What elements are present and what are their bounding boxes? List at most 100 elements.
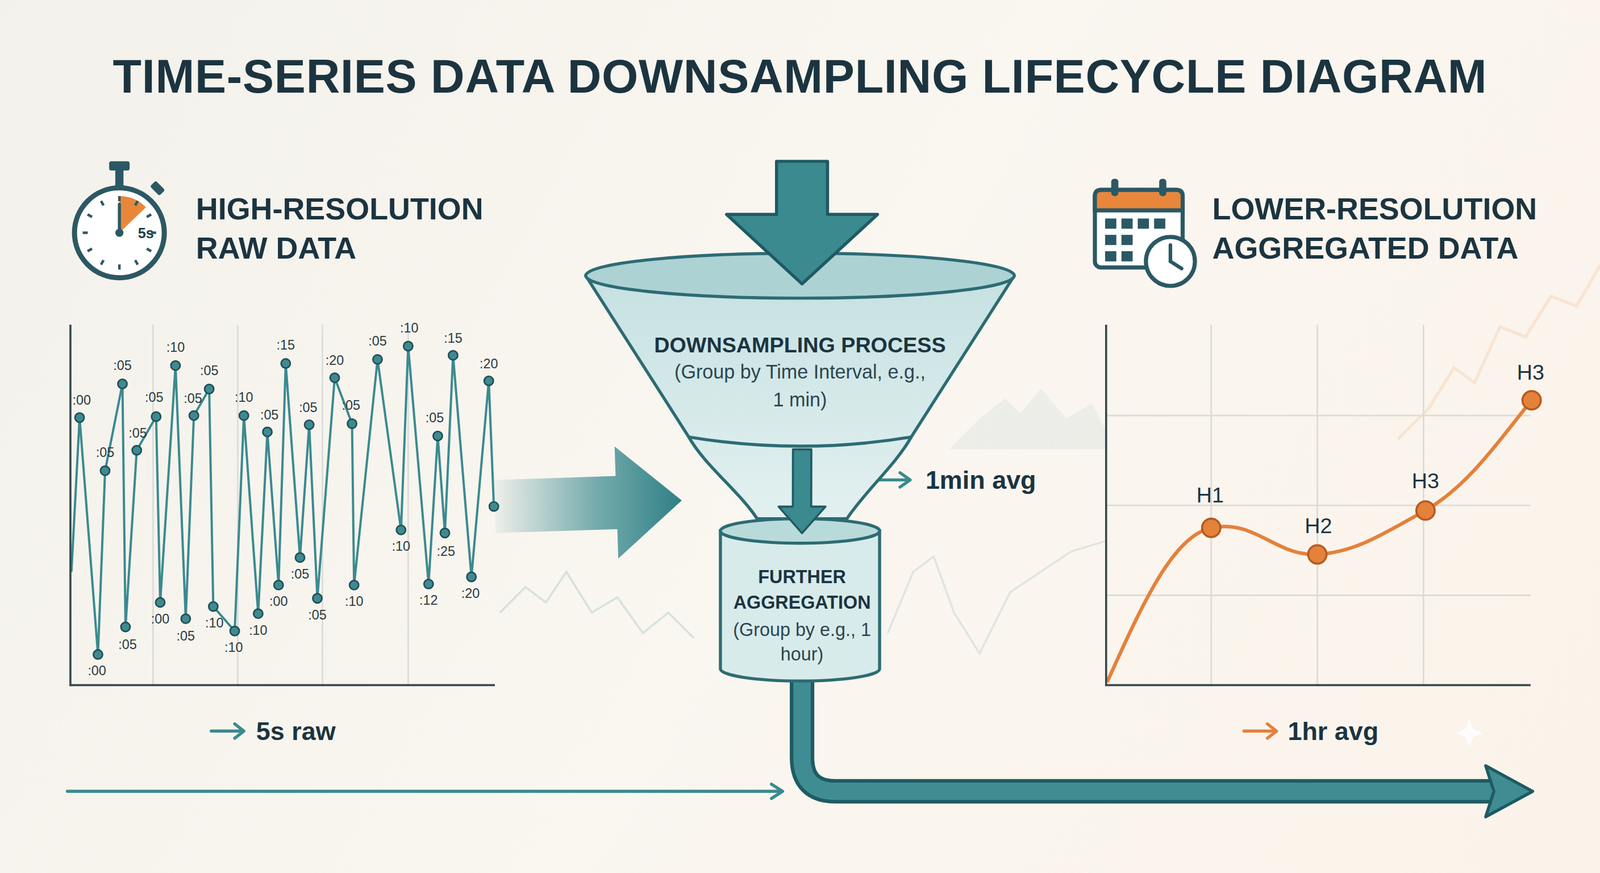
data-point: [432, 431, 443, 441]
data-point: [155, 597, 165, 607]
pointer-arrow: [211, 723, 244, 739]
small-arrows: [67, 472, 1277, 799]
time-label: :05: [200, 364, 219, 380]
time-label: :05: [260, 407, 279, 424]
stopwatch-icon: [69, 178, 170, 281]
time-label: :00: [151, 611, 170, 628]
data-point: [312, 593, 322, 603]
calendar-day: [1105, 218, 1117, 229]
time-label: :05: [425, 410, 444, 427]
time-label: :10: [166, 340, 185, 356]
node-body-text: (Group by e.g., 1 hour): [723, 617, 881, 667]
data-point: [349, 580, 359, 590]
data-point: [295, 552, 305, 562]
node-heading: DOWNSAMPLING PROCESS: [636, 331, 964, 359]
time-label: :10: [400, 321, 419, 337]
output-pipe: [802, 673, 1533, 818]
calendar-day: [1121, 251, 1133, 262]
calendar-day: [1121, 234, 1133, 245]
time-label: :00: [269, 594, 288, 611]
time-label: :05: [128, 426, 147, 442]
time-label: :15: [276, 338, 295, 354]
annotation-label: 5s raw: [256, 715, 336, 746]
clock-hands: [1170, 244, 1182, 269]
timeline-arrow: [67, 784, 783, 799]
diagram-title: TIME-SERIES DATA DOWNSAMPLING LIFECYCLE …: [0, 47, 1600, 106]
grid-line: [321, 324, 324, 686]
node-heading: LOWER-RESOLUTION AGGREGATED DATA: [1212, 189, 1570, 268]
time-label: :15: [443, 331, 462, 347]
clock-face: [1146, 236, 1195, 286]
grid-line: [152, 324, 154, 686]
data-point: [347, 418, 357, 428]
time-label: :00: [87, 664, 106, 680]
data-point: [189, 410, 199, 420]
faint-background-line: [887, 540, 1106, 654]
stopwatch-face: [74, 188, 165, 278]
calendar-icon: [1094, 178, 1195, 286]
stopwatch-hand: [117, 203, 121, 233]
faint-background-area: [948, 388, 1106, 450]
faint-sparkle: [1456, 719, 1483, 747]
funnel-rim: [688, 436, 912, 447]
data-point: [181, 614, 191, 624]
time-label: :05: [144, 390, 164, 406]
time-label: :12: [419, 593, 438, 610]
stopwatch-icon: 5s: [69, 178, 170, 281]
data-point: [132, 445, 142, 455]
annotation-label: 1min avg: [925, 465, 1037, 495]
data-point: [1522, 390, 1541, 410]
raw-data-points: [75, 341, 499, 660]
faint-background-line: [500, 571, 694, 639]
data-point: [423, 579, 433, 589]
node-body-text: (Group by Time Interval, e.g., 1 min): [667, 358, 933, 414]
data-point: [396, 525, 406, 535]
point-label: H2: [1304, 513, 1332, 539]
stopwatch-button: [109, 161, 130, 171]
raw-data-line: [71, 346, 495, 655]
data-point: [484, 376, 494, 386]
data-point: [262, 427, 272, 437]
input-arrow: [726, 161, 878, 285]
data-point: [330, 373, 340, 383]
time-label: :25: [436, 544, 456, 560]
calendar-header: [1094, 189, 1183, 211]
calendar-day: [1105, 251, 1117, 262]
time-label: :05: [183, 391, 202, 407]
time-label: :05: [298, 400, 318, 416]
data-point: [121, 622, 131, 632]
data-point: [281, 358, 291, 368]
data-point: [1416, 501, 1435, 520]
pipe-fill: [802, 673, 1493, 792]
calendar-day: [1121, 218, 1133, 229]
data-point: [1202, 518, 1221, 537]
raw-data-chart: HIGH-RESOLUTION RAW DATA: [69, 324, 495, 686]
aggregated-curve: [1107, 400, 1532, 682]
data-point: [151, 411, 161, 422]
pipe-arrowhead: [1485, 765, 1533, 817]
calendar-day: [1153, 218, 1166, 229]
data-point: [75, 413, 85, 423]
time-label: :10: [205, 615, 224, 632]
data-point: [304, 419, 314, 429]
data-point: [93, 649, 103, 659]
calendar-day: [1105, 234, 1117, 245]
stopwatch-center: [115, 228, 124, 237]
data-point: [204, 384, 214, 394]
time-label: :10: [248, 623, 268, 639]
data-point: [230, 626, 240, 636]
time-label: :20: [479, 356, 498, 373]
faint-background-line: [1397, 265, 1600, 439]
grid-line: [1105, 594, 1531, 597]
calendar-day: [1137, 218, 1149, 229]
data-point: [117, 378, 127, 389]
data-point: [372, 354, 382, 364]
grid-line: [1105, 504, 1531, 507]
data-point: [403, 341, 413, 351]
time-label: :10: [392, 539, 411, 556]
time-label: :05: [290, 567, 310, 583]
calendar-ring: [1111, 178, 1119, 197]
data-point: [100, 465, 110, 475]
